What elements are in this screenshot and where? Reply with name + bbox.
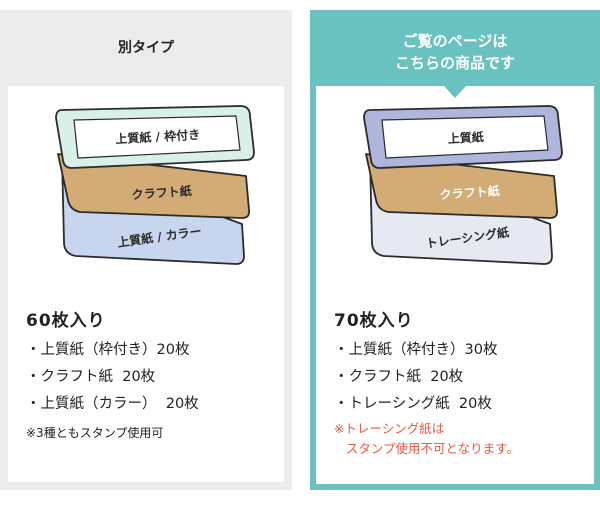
stack-label-2: クラフト紙: [439, 183, 500, 202]
other-type-body: 上質紙 / カラー クラフト紙 上質紙 / 枠付き 60枚入り ・上質紙（枠付き…: [8, 86, 284, 482]
paper-sheet-lavender: 上質紙: [363, 105, 563, 169]
stack-label-1: 上質紙: [447, 129, 484, 146]
header-line-1: ご覧のページは: [402, 32, 508, 50]
tracing-warning-line-1: ※トレーシング紙は: [334, 421, 445, 436]
header-line-2: こちらの商品です: [394, 54, 515, 72]
stack-label-2: クラフト紙: [131, 183, 192, 202]
stack-label-1: 上質紙 / 枠付き: [115, 127, 200, 146]
paper-stack-illustration: トレーシング紙 クラフト紙 上質紙: [358, 104, 568, 274]
current-product-header: ご覧のページは こちらの商品です: [310, 10, 600, 80]
other-type-header: 別タイプ: [118, 40, 174, 56]
spec-item: ・トレーシング紙 20枚: [334, 396, 492, 412]
tracing-warning-line-2: スタンプ使用不可となります。: [334, 441, 519, 456]
sheet-count: 70枚入り: [334, 311, 414, 331]
spec-item: ・上質紙（枠付き）30枚: [334, 342, 498, 358]
paper-stack-illustration: 上質紙 / カラー クラフト紙 上質紙 / 枠付き: [50, 104, 260, 274]
current-product-body: トレーシング紙 クラフト紙 上質紙 70枚入り ・上質紙（枠付き）30枚 ・クラ…: [316, 86, 594, 484]
spec-item: ・クラフト紙 20枚: [26, 369, 156, 385]
spec-item: ・クラフト紙 20枚: [334, 369, 464, 385]
spec-list: 70枚入り ・上質紙（枠付き）30枚 ・クラフト紙 20枚 ・トレーシング紙 2…: [334, 306, 519, 458]
paper-sheet-kraft: クラフト紙: [57, 153, 251, 219]
paper-sheet-mint: 上質紙 / 枠付き: [55, 105, 255, 169]
spec-item: ・上質紙（枠付き）20枚: [26, 342, 190, 358]
spec-list: 60枚入り ・上質紙（枠付き）20枚 ・クラフト紙 20枚 ・上質紙（カラー） …: [26, 306, 199, 441]
other-type-panel: 別タイプ 上質紙 / カラー クラフト紙 上質紙 / 枠付き: [0, 10, 292, 490]
sheet-count: 60枚入り: [26, 311, 106, 331]
paper-sheet-kraft: クラフト紙: [365, 153, 559, 219]
current-product-panel: ご覧のページは こちらの商品です トレーシング紙 クラフト紙 上: [310, 10, 600, 490]
spec-item: ・上質紙（カラー） 20枚: [26, 396, 199, 412]
pointer-arrow-icon: [444, 86, 466, 98]
stamp-note: ※3種ともスタンプ使用可: [26, 426, 164, 440]
